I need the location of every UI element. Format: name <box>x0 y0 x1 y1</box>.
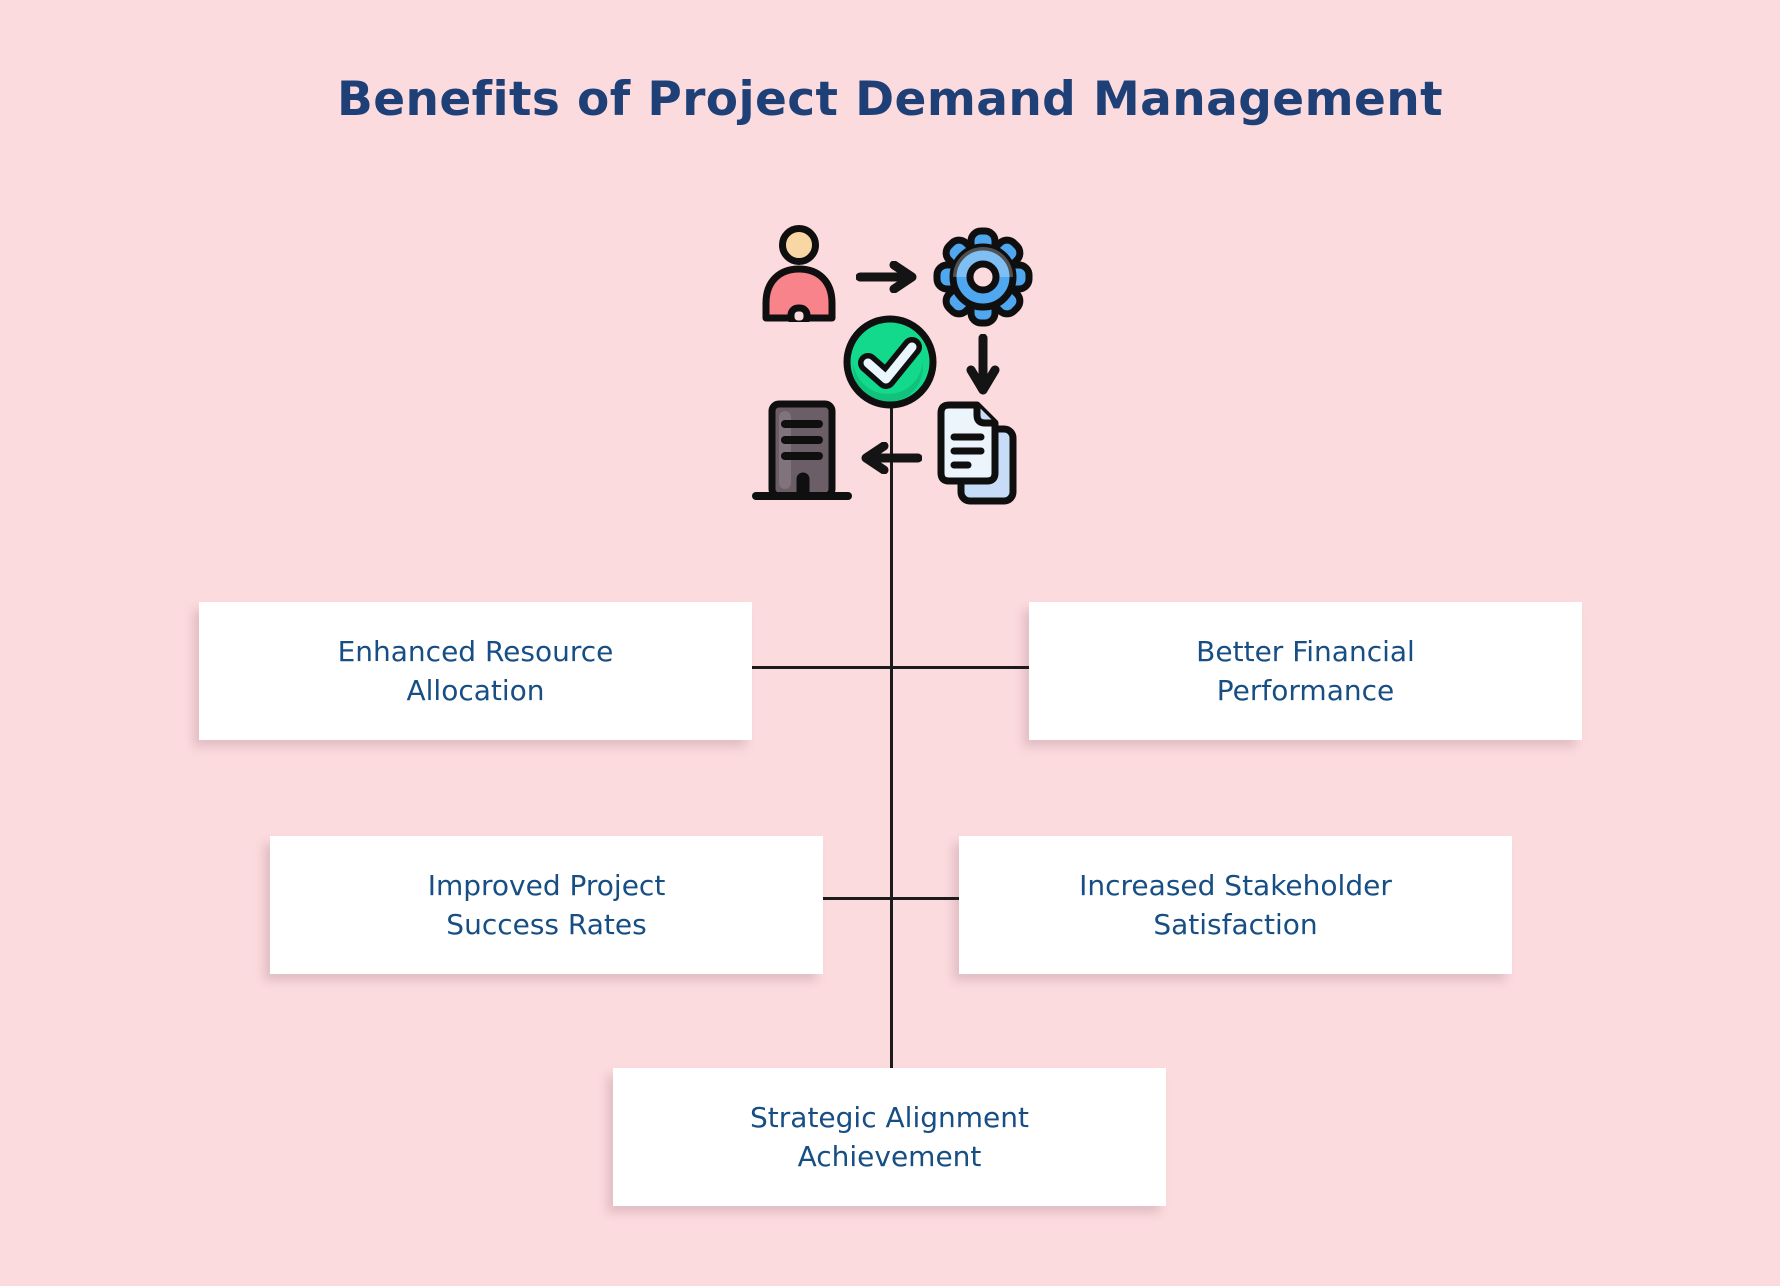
benefit-label-line: Strategic Alignment <box>750 1101 1029 1134</box>
documents-icon <box>933 401 1019 507</box>
benefit-box-increased-stakeholder-satisfaction: Increased Stakeholder Satisfaction <box>959 836 1512 974</box>
benefit-label-line: Increased Stakeholder <box>1079 869 1392 902</box>
check-circle-icon <box>838 313 942 411</box>
benefit-label-line: Achievement <box>797 1140 982 1173</box>
building-icon <box>752 398 852 502</box>
connector-row1-line <box>752 666 1029 669</box>
arrow-down-icon <box>966 333 1000 398</box>
benefit-box-enhanced-resource-allocation: Enhanced Resource Allocation <box>199 602 752 740</box>
benefit-box-better-financial-performance: Better Financial Performance <box>1029 602 1582 740</box>
benefit-label-line: Satisfaction <box>1153 908 1318 941</box>
connector-row2-line <box>823 897 959 900</box>
benefit-label-line: Enhanced Resource <box>337 635 614 668</box>
benefit-box-improved-project-success-rates: Improved Project Success Rates <box>270 836 823 974</box>
benefit-label-line: Allocation <box>406 674 545 707</box>
benefit-label-line: Success Rates <box>446 908 647 941</box>
benefit-label-line: Better Financial <box>1196 635 1415 668</box>
benefit-label-line: Performance <box>1216 674 1395 707</box>
page-title: Benefits of Project Demand Management <box>337 72 1443 127</box>
person-icon <box>753 222 845 328</box>
benefit-box-strategic-alignment-achievement: Strategic Alignment Achievement <box>613 1068 1166 1206</box>
benefit-label-line: Improved Project <box>427 869 666 902</box>
arrow-left-icon <box>856 441 923 475</box>
connector-vertical-line <box>890 408 893 1068</box>
arrow-right-icon <box>855 260 922 294</box>
gear-icon <box>929 224 1037 330</box>
